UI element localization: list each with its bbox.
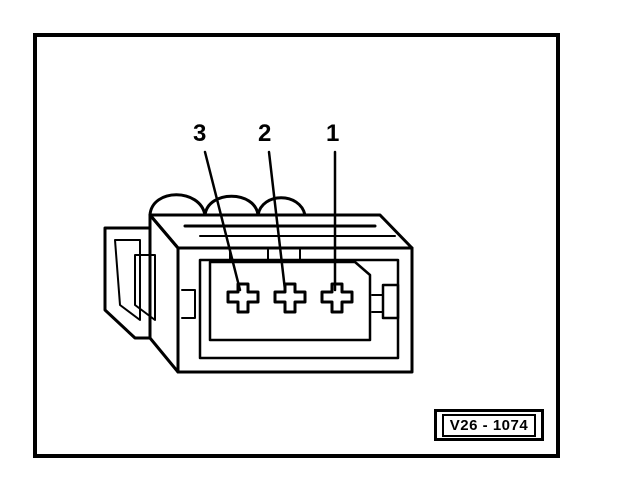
reference-code: V26 - 1074 — [441, 413, 537, 437]
wire-bulge-mid — [203, 194, 260, 217]
leader-line-2 — [267, 150, 287, 292]
leader-line-3 — [203, 150, 242, 292]
wire-bulge-left — [148, 193, 207, 217]
right-tab — [381, 283, 400, 320]
pin-1-contact — [320, 282, 354, 314]
reference-code-box: V26 - 1074 — [434, 409, 544, 441]
pin-label-2: 2 — [258, 120, 272, 147]
figure-frame — [33, 33, 560, 458]
pin-label-3: 3 — [193, 120, 207, 147]
wire-bulge-right — [256, 196, 307, 217]
locking-clip — [103, 226, 152, 340]
pin-3-contact — [226, 282, 260, 314]
housing-top — [148, 213, 414, 250]
pin-label-1: 1 — [326, 120, 340, 147]
pin-2-contact — [273, 282, 307, 314]
pin-cavity — [208, 260, 372, 342]
